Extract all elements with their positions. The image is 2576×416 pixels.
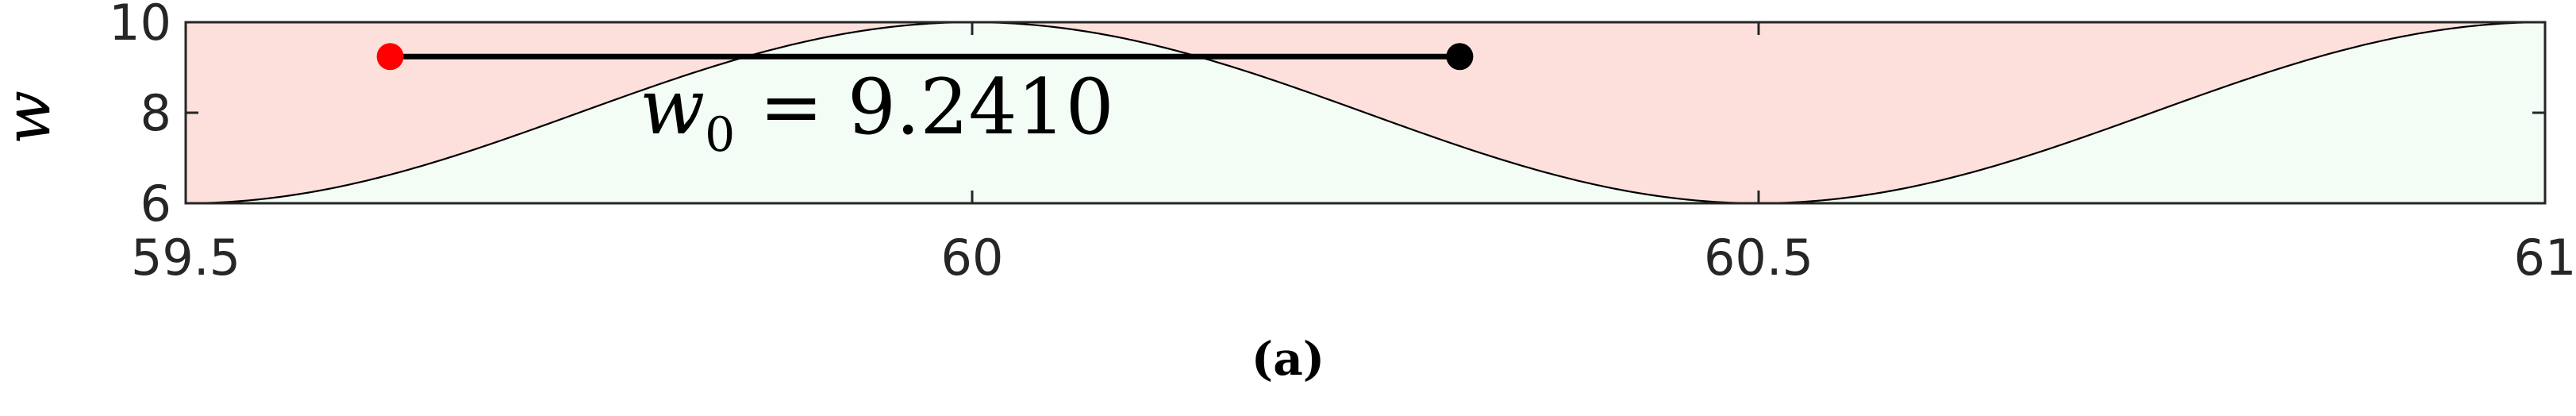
annotation-sub: 0 [705, 107, 735, 163]
y-tick-label: 10 [109, 0, 171, 52]
x-tick-label: 60 [941, 229, 1004, 287]
curve-line [185, 21, 2546, 205]
x-tick-label: 61 [2514, 229, 2576, 287]
chart-marks [376, 43, 1474, 71]
figure-caption: (a) [1251, 332, 1325, 386]
plot-area: 59.5 60 60.5 61 6 8 10 [109, 0, 2576, 287]
x-tick-label: 59.5 [131, 229, 240, 287]
point-red [376, 43, 404, 71]
point-black [1446, 43, 1474, 71]
y-tick-label: 8 [140, 84, 171, 142]
annotation-w0: w0 = 9.2410 [640, 63, 1114, 163]
y-tick-label: 6 [140, 175, 171, 233]
y-axis-label: w [0, 91, 64, 144]
annotation-var: w [640, 63, 705, 152]
x-tick-label: 60.5 [1704, 229, 1813, 287]
annotation-value: = 9.2410 [735, 63, 1113, 152]
